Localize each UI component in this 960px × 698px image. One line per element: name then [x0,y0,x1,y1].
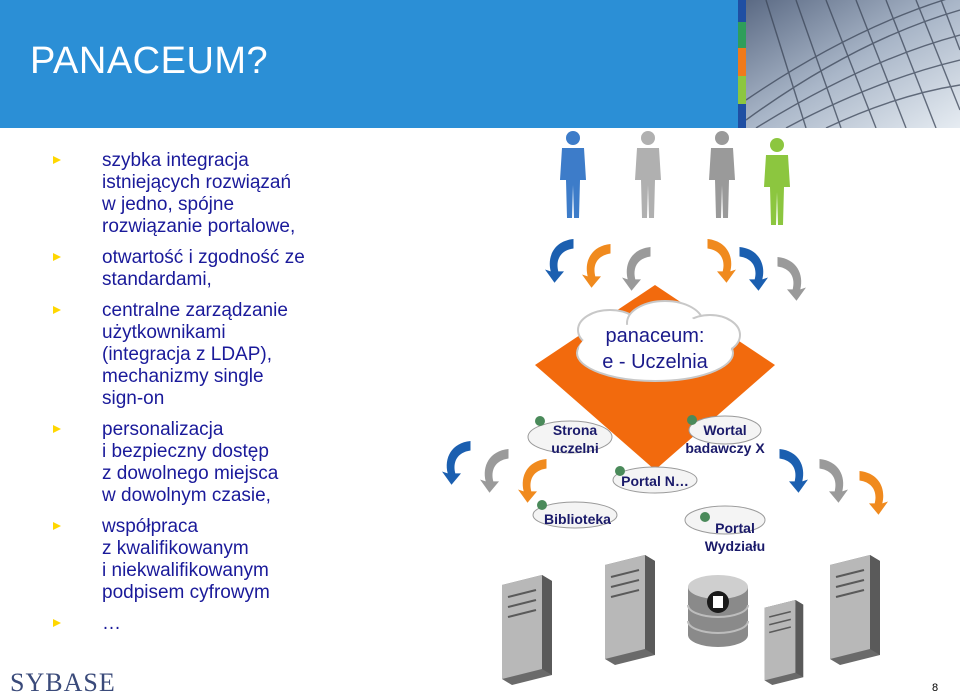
refresh-arrow-icon [779,449,808,493]
portal-cloud [527,420,613,454]
portal-label: badawczy X [685,440,765,456]
refresh-arrow-icon [582,244,611,288]
portal-label: Strona [552,422,598,438]
bullet-text: szybka integracja istniejących rozwiązań… [102,150,296,237]
panaceum-label: panaceum: e - Uczelnia [580,323,730,375]
panaceum-label-line2: e - Uczelnia [602,351,708,373]
user-icon [635,131,661,218]
database-icon [687,575,749,647]
header-photo [745,0,960,128]
bullet-text: personalizacja i bezpieczny dostęp z dow… [102,419,279,506]
bullet-mark-icon [52,618,62,628]
bullet-text: centralne zarządzanie użytkownikami (int… [102,300,288,409]
sybase-logo: SYBASE [10,668,116,697]
bullet-item: … [52,613,432,635]
portal-cloud [532,501,618,529]
refresh-arrow-icon [545,239,574,283]
refresh-arrow-icon [819,459,848,503]
portal-biblioteka: Biblioteka [530,510,625,528]
portal-label: Wydziału [704,538,766,554]
portal-wortal-badawczy: Wortal badawczy X [675,421,775,457]
refresh-arrow-icon [480,449,509,493]
bullet-text: współpraca z kwalifikowanym i niekwalifi… [102,516,270,603]
globe-icon [535,416,545,426]
globe-icon [537,500,547,510]
portal-n: Portal N… [600,472,710,490]
bullet-mark-icon [52,155,62,165]
server-icon [829,555,880,665]
globe-icon [615,466,625,476]
refresh-arrow-icon [442,441,471,485]
user-icon [764,138,790,225]
bullet-item: szybka integracja istniejących rozwiązań… [52,150,432,238]
portal-strona-uczelni: Strona uczelni [540,421,610,457]
bullet-item: współpraca z kwalifikowanym i niekwalifi… [52,516,432,604]
user-icon [560,131,586,218]
color-strip [738,0,746,128]
portal-wydzialu: Portal Wydziału [690,519,780,555]
bullet-text: otwartość i zgodność ze standardami, [102,247,305,290]
bullet-mark-icon [52,521,62,531]
panaceum-cloud [576,300,741,382]
refresh-arrow-icon [859,471,888,515]
bullet-mark-icon [52,424,62,434]
bullet-mark-icon [52,305,62,315]
page-number: 8 [932,682,939,694]
portal-label: Portal [715,520,755,536]
refresh-arrow-icon [707,239,736,283]
bullet-item: personalizacja i bezpieczny dostęp z dow… [52,419,432,507]
globe-icon [700,512,710,522]
refresh-arrow-icon [739,247,768,291]
user-icon [709,131,735,218]
portal-cloud [612,466,698,494]
globe-icon [687,415,697,425]
slide-header: PANACEUM? [0,0,960,128]
portal-cloud [688,415,762,445]
globe-icons [535,415,710,522]
server-icon [763,600,805,685]
refresh-arrow-icon [777,257,806,301]
portal-diagram: panaceum: e - Uczelnia Strona uczelni Wo… [430,125,960,685]
portal-label: uczelni [551,440,599,456]
bullet-item: centralne zarządzanie użytkownikami (int… [52,300,432,410]
refresh-arrow-icon [518,459,547,503]
refresh-arrow-icon [622,247,651,291]
portal-label: Biblioteka [544,511,611,527]
server-icon [501,575,552,685]
bullet-mark-icon [52,252,62,262]
bullet-item: otwartość i zgodność ze standardami, [52,247,432,291]
bullet-list: szybka integracja istniejących rozwiązań… [52,150,432,644]
portal-label: Portal N… [621,473,689,489]
panaceum-label-line1: panaceum: [605,325,705,347]
slide-title: PANACEUM? [30,40,269,82]
portal-label: Wortal [703,422,747,438]
server-icon [604,555,655,665]
bullet-text: … [102,613,121,634]
